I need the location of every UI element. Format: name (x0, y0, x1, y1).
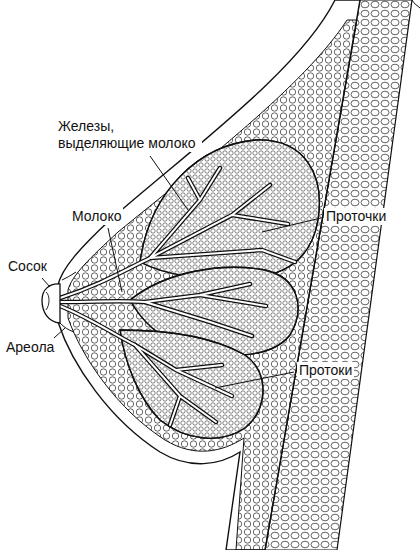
breast-outline (58, 0, 360, 550)
gland-lobes (120, 140, 319, 438)
milk-ducts (60, 168, 295, 425)
part-label: Ареола (4, 339, 56, 356)
part-label: Сосок (6, 258, 49, 275)
leader-lines (42, 156, 321, 388)
part-label: Протоки (297, 362, 354, 379)
part-label: Молоко (70, 208, 123, 225)
part-label: Проточки (324, 208, 388, 225)
part-label: Железы, выделяющие молоко (56, 118, 202, 152)
nipple-areola (42, 272, 76, 332)
